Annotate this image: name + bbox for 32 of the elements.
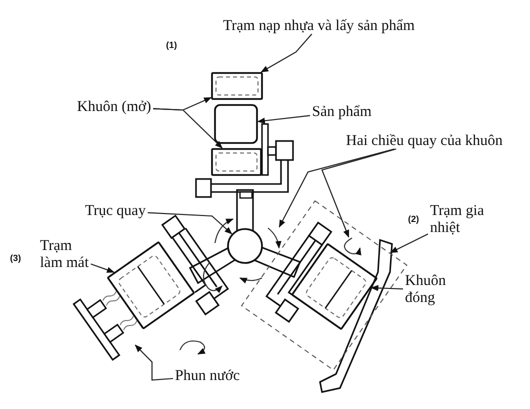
- water-spray-drawing: [72, 290, 138, 361]
- callout-label: Hai chiều quay của khuôn: [346, 133, 524, 150]
- rotation-arrow: [268, 228, 282, 249]
- leader-line: [260, 34, 312, 72]
- callout-label: Khuôn (mở): [77, 99, 155, 116]
- closed-mold-box: [291, 242, 378, 330]
- callout-label: Trục quay: [85, 203, 149, 220]
- leader-line: [148, 212, 232, 234]
- leader-line: [390, 234, 428, 253]
- callout-label: Sản phẩm: [312, 104, 378, 122]
- station-number: (2): [408, 214, 419, 224]
- heating-enclosure-box: [240, 200, 408, 371]
- leader-line: [278, 148, 394, 228]
- callout-label: Trạm gia nhiệt: [430, 203, 490, 238]
- leader-line: [370, 284, 404, 292]
- leader-line: [134, 344, 174, 381]
- leader-line: [321, 148, 396, 238]
- callout-label: Khuôn đóng: [405, 273, 453, 308]
- callout-label: Trạm làm mát: [40, 238, 98, 272]
- mold-half-box: [211, 72, 263, 100]
- mold-box: [106, 241, 196, 330]
- rotary-shaft-circle: [227, 228, 263, 264]
- station-number: (1): [166, 40, 177, 50]
- station-number: (3): [10, 253, 21, 263]
- callout-label: Phun nước: [175, 368, 247, 386]
- leader-line: [153, 108, 223, 149]
- leader-line: [257, 115, 310, 124]
- product-box: [214, 104, 258, 144]
- mold-half-box: [211, 148, 262, 176]
- leader-line: [90, 263, 115, 273]
- rotation-arrow: [344, 238, 361, 256]
- callout-label: Trạm nạp nhựa và lấy sản phẩm: [223, 18, 428, 36]
